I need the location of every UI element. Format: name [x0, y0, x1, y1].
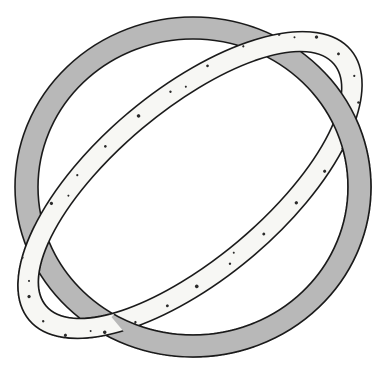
- interlocking-rings-diagram: [0, 0, 375, 375]
- diagram-canvas: [0, 0, 375, 375]
